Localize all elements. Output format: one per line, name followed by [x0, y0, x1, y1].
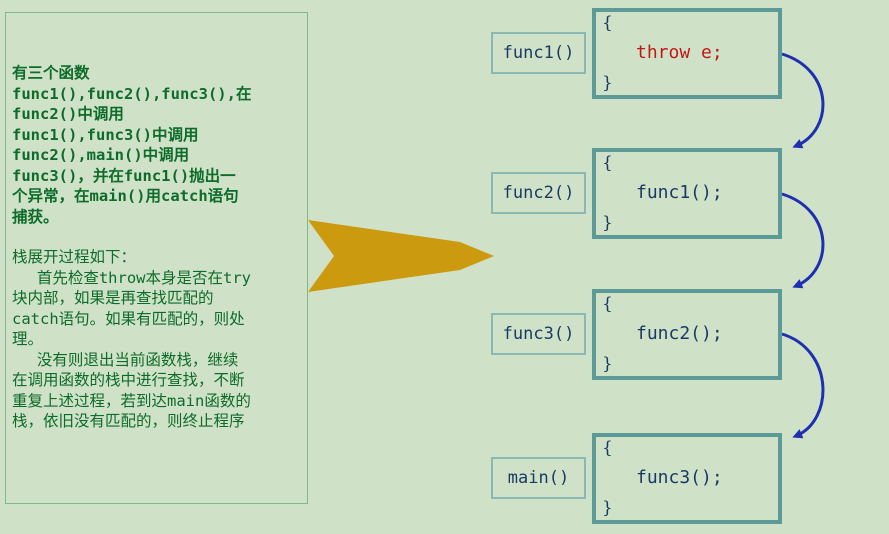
panel-line: 栈，依旧没有匹配的，则终止程序 — [12, 412, 245, 430]
explanation-panel: 有三个函数 func1(),func2(),func3(),在 func2()中… — [5, 12, 308, 504]
panel-line: 栈展开过程如下： — [12, 248, 137, 266]
frame-code: func2(); — [636, 323, 723, 344]
open-brace: { — [602, 153, 613, 173]
curved-arrow-icon — [781, 192, 825, 289]
function-label-func3: func3() — [491, 313, 586, 355]
call-chain-arrows — [781, 52, 825, 439]
stack-frame-func2: { func1(); } — [592, 148, 782, 239]
open-brace: { — [602, 13, 613, 33]
panel-line: 重复上述过程，若到达main函数的 — [12, 391, 251, 410]
frame-code: func1(); — [636, 182, 723, 203]
stack-frame-main: { func3(); } — [592, 433, 782, 524]
curved-arrow-icon — [781, 332, 825, 439]
close-brace: } — [602, 354, 613, 374]
curved-arrow-icon — [781, 52, 825, 149]
open-brace: { — [602, 438, 613, 458]
stack-frame-func1: { throw e; } — [592, 8, 782, 99]
function-label-func1: func1() — [491, 32, 586, 74]
paragraph-gap — [12, 227, 303, 247]
function-label-func2: func2() — [491, 172, 586, 214]
panel-line: func1(),func3()中调用 — [12, 125, 199, 144]
close-brace: } — [602, 213, 613, 233]
frame-code: throw e; — [636, 42, 723, 63]
panel-line: catch语句。如果有匹配的，则处 — [12, 309, 245, 328]
panel-line: func3()，并在func1()抛出一 — [12, 166, 236, 185]
panel-line: func2()中调用 — [12, 105, 124, 123]
big-right-arrow-icon — [308, 220, 494, 292]
panel-line: func1(),func2(),func3(),在 — [12, 84, 252, 103]
function-label-main: main() — [491, 457, 586, 499]
close-brace: } — [602, 498, 613, 518]
panel-line: 理。 — [12, 330, 44, 348]
panel-line: 有三个函数 — [12, 64, 90, 82]
open-brace: { — [602, 294, 613, 314]
panel-line: 在调用函数的栈中进行查找，不断 — [12, 371, 245, 389]
frame-code: func3(); — [636, 467, 723, 488]
panel-line: 没有则退出当前函数栈，继续 — [12, 350, 239, 369]
panel-line: 个异常，在main()用catch语句 — [12, 187, 239, 205]
panel-line: 捕获。 — [12, 207, 59, 226]
panel-line: 首先检查throw本身是否在try — [12, 268, 251, 287]
close-brace: } — [602, 73, 613, 93]
panel-line: func2(),main()中调用 — [12, 146, 190, 164]
panel-line: 块内部，如果是再查找匹配的 — [12, 289, 214, 307]
stack-frame-func3: { func2(); } — [592, 289, 782, 380]
